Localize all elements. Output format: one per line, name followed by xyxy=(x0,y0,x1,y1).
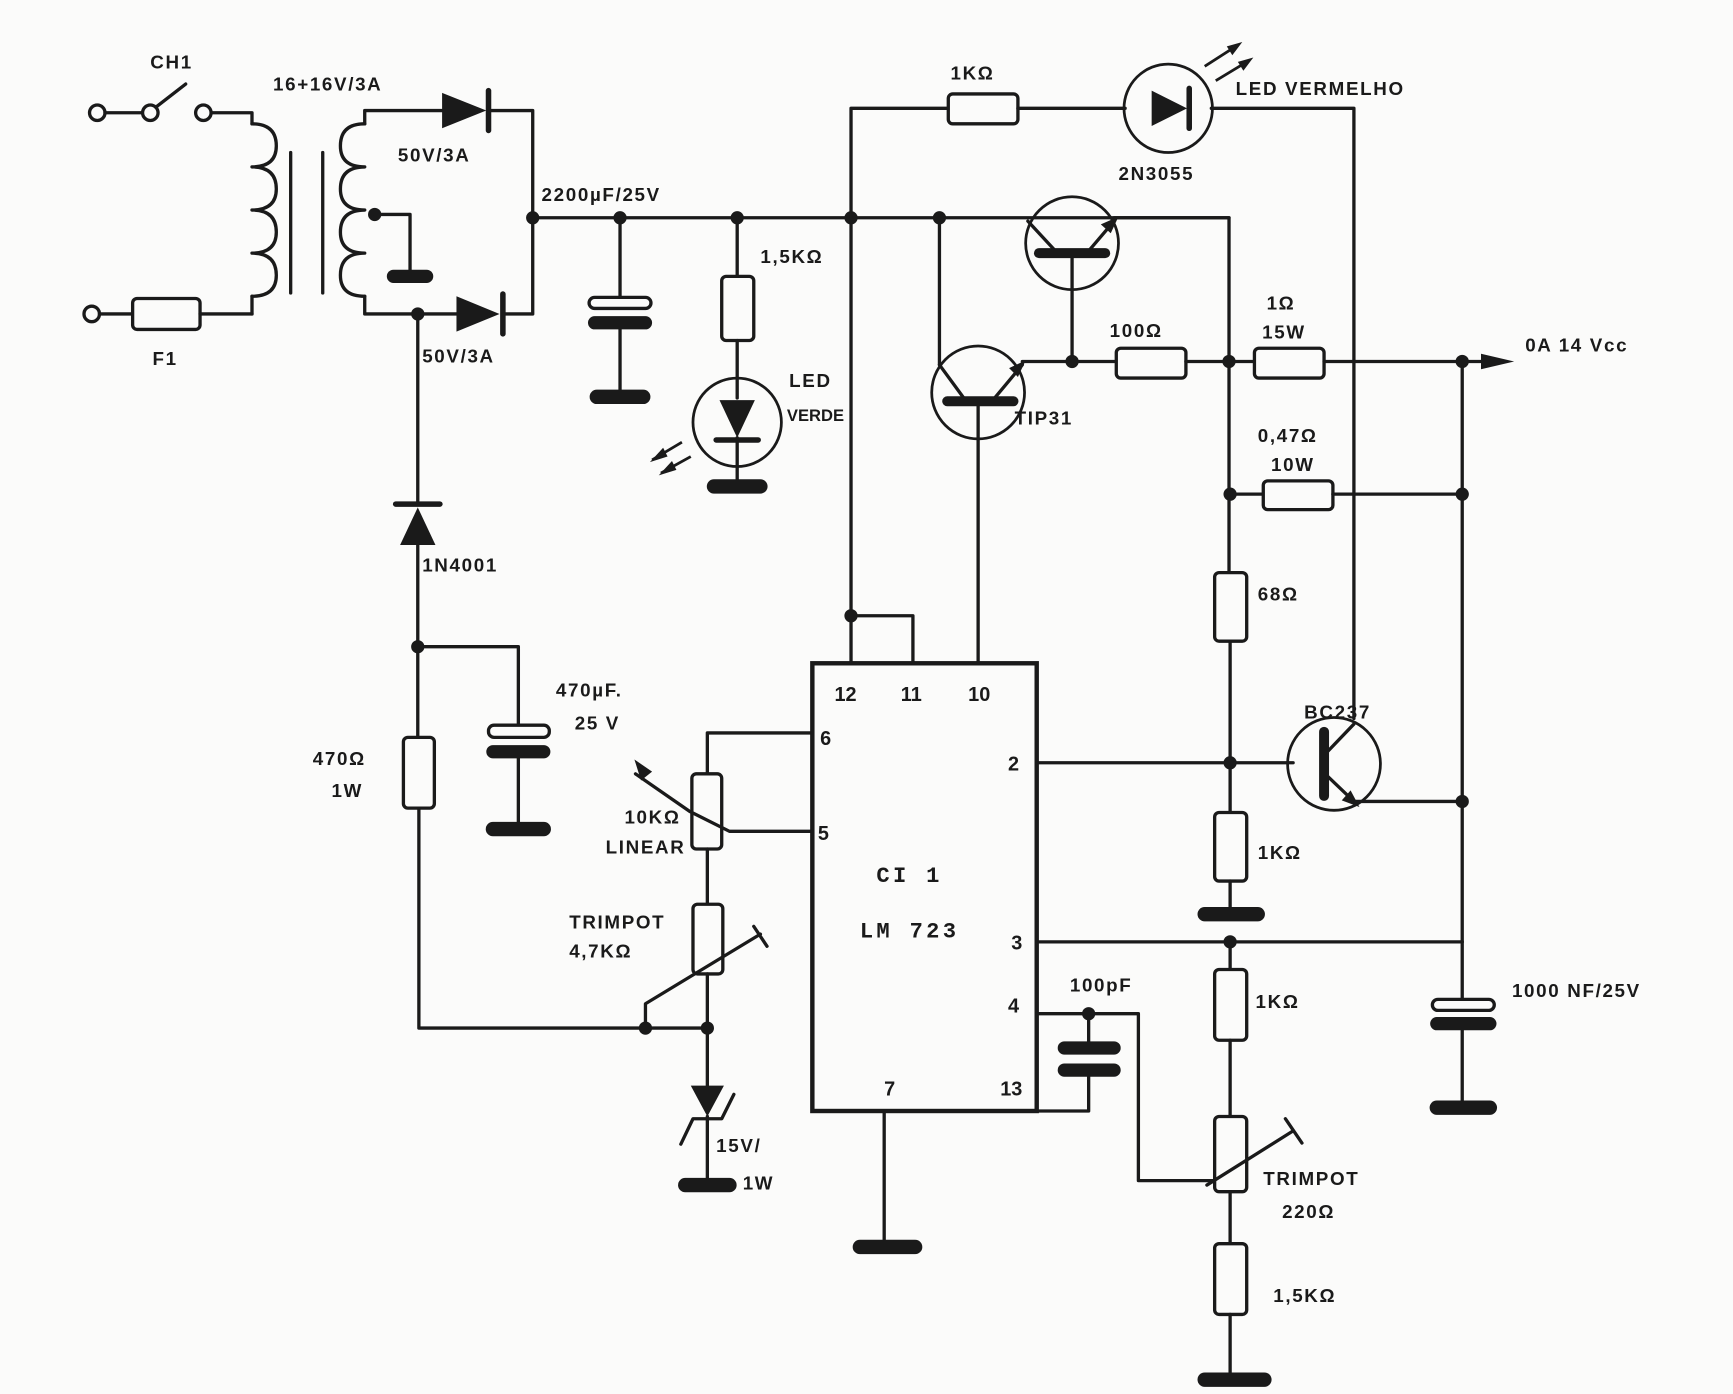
output-terminal: 0A 14 Vcc xyxy=(1455,335,1628,370)
label-zener-1w: 1W xyxy=(743,1172,774,1193)
label-output: 0A 14 Vcc xyxy=(1525,335,1628,356)
label-zener-15v: 15V/ xyxy=(716,1135,761,1156)
pin-7: 7 xyxy=(884,1079,895,1101)
filter-capacitor-2200uf: 2200µF/25V xyxy=(542,184,661,405)
label-1k-sense: 1KΩ xyxy=(1258,842,1302,863)
mains-switch-ch1: CH1 xyxy=(87,52,254,126)
label-red-led-resistor: 1KΩ xyxy=(950,63,994,84)
label-047ohm: 0,47Ω xyxy=(1258,425,1318,446)
resistor-470ohm-1w: 470Ω 1W xyxy=(313,735,705,1030)
label-red-led: LED VERMELHO xyxy=(1236,78,1405,99)
diode-1n4001: 1N4001 xyxy=(392,312,498,741)
resistor-1-5k-bottom: 1,5KΩ xyxy=(1197,1241,1336,1387)
resistor-047ohm-10w: 0,47Ω 10W xyxy=(1223,425,1469,512)
resistor-1k-feedback: 1KΩ xyxy=(1212,940,1300,1119)
green-led-indicator: 1,5KΩ LED VERDE xyxy=(649,211,844,494)
trimpot-220ohm: TRIMPOT 220Ω xyxy=(1205,1114,1359,1246)
pin-4: 4 xyxy=(1008,996,1019,1018)
capacitor-470uf: 470µF. 25 V xyxy=(411,640,623,837)
label-2n3055: 2N3055 xyxy=(1118,163,1194,184)
label-ch1: CH1 xyxy=(150,52,193,73)
label-bc237: BC237 xyxy=(1304,702,1371,723)
label-verde: VERDE xyxy=(787,406,844,425)
ic-lm723: 12 11 10 6 5 2 3 4 7 13 CI 1 LM 723 xyxy=(810,609,1039,1255)
label-linear: LINEAR xyxy=(606,836,686,857)
label-1w: 1W xyxy=(332,780,363,801)
label-100pf: 100pF xyxy=(1070,975,1133,996)
label-15w: 15W xyxy=(1262,321,1306,342)
ic-ref: CI 1 xyxy=(876,864,942,889)
label-4-7k: 4,7KΩ xyxy=(569,940,632,961)
trimpot-4-7k: TRIMPOT 4,7KΩ xyxy=(569,902,769,1035)
label-1ohm: 1Ω xyxy=(1267,293,1296,314)
resistor-1ohm-15w: 1Ω 15W xyxy=(1252,293,1494,380)
label-trimpot-220: TRIMPOT xyxy=(1263,1168,1359,1189)
label-470uf: 470µF. xyxy=(556,679,623,700)
rectifier-diode-top: 50V/3A xyxy=(398,87,535,316)
label-green-led-resistor: 1,5KΩ xyxy=(760,246,823,267)
label-100ohm: 100Ω xyxy=(1110,320,1163,341)
label-led: LED xyxy=(789,370,832,391)
pin-3: 3 xyxy=(1011,933,1022,955)
output-capacitor-1000nf: 1000 NF/25V xyxy=(1429,940,1641,1115)
pin-13: 13 xyxy=(1000,1079,1022,1101)
zener-15v: 15V/ 1W xyxy=(678,1026,774,1193)
transistor-tip31: TIP31 xyxy=(930,216,1121,665)
pin-11: 11 xyxy=(901,684,922,706)
resistor-68ohm: 68Ω xyxy=(1212,570,1299,815)
pin-2: 2 xyxy=(1008,754,1019,776)
red-led-indicator: 1KΩ LED VERMELHO xyxy=(946,42,1405,721)
pin-5: 5 xyxy=(818,823,829,845)
pin-6: 6 xyxy=(820,728,831,750)
resistor-100ohm: 100Ω xyxy=(1110,320,1259,380)
fuse-f1: F1 xyxy=(82,294,254,369)
pin-10: 10 xyxy=(968,684,990,706)
label-10w: 10W xyxy=(1271,454,1315,475)
transistor-bc237: BC237 xyxy=(1037,702,1469,812)
label-rectifier-bottom: 50V/3A xyxy=(422,346,495,367)
label-tip31: TIP31 xyxy=(1015,407,1073,428)
transistor-2n3055: 2N3055 xyxy=(932,163,1231,364)
pin-12: 12 xyxy=(834,684,856,706)
label-68ohm: 68Ω xyxy=(1258,583,1299,604)
rectifier-diode-bottom: 50V/3A xyxy=(422,291,506,367)
label-470ohm: 470Ω xyxy=(313,748,366,769)
label-output-cap: 1000 NF/25V xyxy=(1512,980,1641,1001)
transformer: 16+16V/3A xyxy=(250,74,461,316)
label-trimpot-47: TRIMPOT xyxy=(569,912,665,933)
label-220ohm: 220Ω xyxy=(1282,1201,1335,1222)
label-f1: F1 xyxy=(153,348,178,369)
label-1n4001: 1N4001 xyxy=(422,555,498,576)
label-transformer: 16+16V/3A xyxy=(273,74,382,95)
label-25v: 25 V xyxy=(575,713,620,734)
ic-part: LM 723 xyxy=(860,919,959,944)
label-rectifier-top: 50V/3A xyxy=(398,144,471,165)
capacitor-100pf: 100pF xyxy=(1035,975,1227,1183)
label-1k-feedback: 1KΩ xyxy=(1256,991,1300,1012)
resistor-1k-sense: 1KΩ xyxy=(1197,810,1302,922)
potentiometer-10k-linear: 10KΩ LINEAR xyxy=(606,731,815,909)
label-10k: 10KΩ xyxy=(624,807,680,828)
label-filter-cap: 2200µF/25V xyxy=(542,184,661,205)
label-1-5k-bottom: 1,5KΩ xyxy=(1273,1285,1336,1306)
